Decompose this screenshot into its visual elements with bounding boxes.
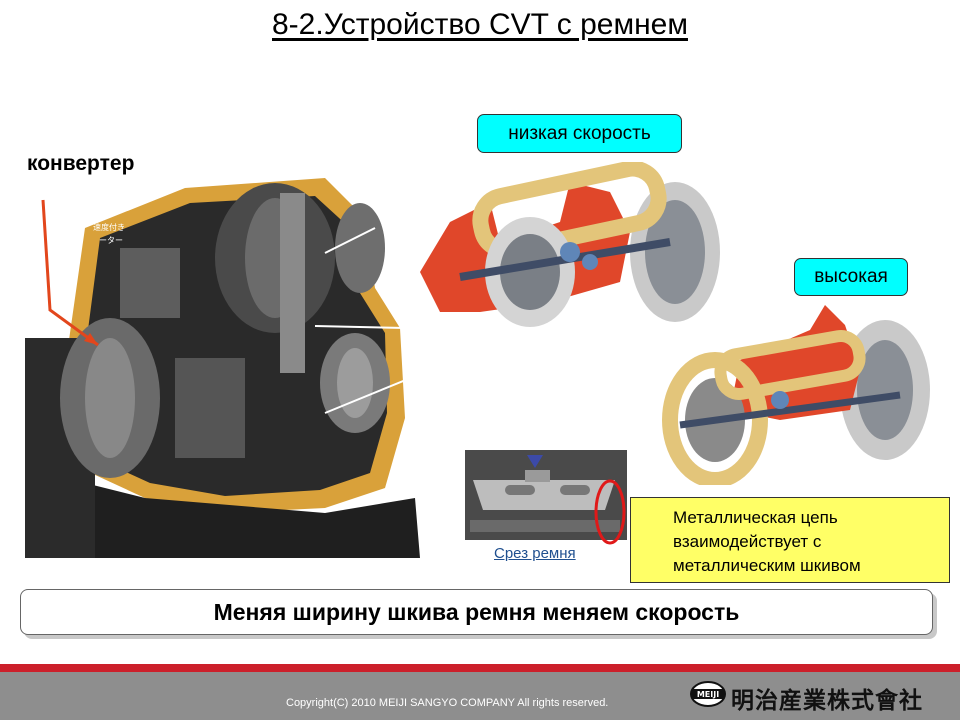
low-speed-label: низкая скорость: [477, 114, 682, 153]
footer-red-stripe: [0, 664, 960, 672]
footer-bar: [0, 672, 960, 720]
converter-pointer: [41, 199, 99, 347]
belt-cross-section-image: [465, 450, 627, 540]
note-line: взаимодействует с: [673, 532, 822, 551]
summary-banner: Меняя ширину шкива ремня меняем скорость: [20, 589, 933, 635]
low-speed-pulley-image: [420, 162, 720, 327]
note-line: Металлическая цепь: [673, 508, 838, 527]
cutaway-small-text-2: ーター: [99, 236, 123, 245]
summary-banner-text: Меняя ширину шкива ремня меняем скорость: [213, 598, 740, 625]
company-name: 明治産業株式會社: [731, 687, 923, 713]
metal-chain-note: Металлическая цепь взаимодействует с мет…: [630, 497, 950, 583]
highlight-ellipse: [594, 479, 626, 545]
note-line: металлическим шкивом: [673, 556, 861, 575]
high-speed-pulley-image: [662, 305, 930, 485]
copyright-text: Copyright(C) 2010 MEIJI SANGYO COMPANY A…: [286, 697, 609, 709]
cvt-cutaway-image: 速度付き ーター: [25, 178, 425, 558]
meiji-logo-icon: MEIJI: [690, 681, 726, 707]
converter-label: конвертер: [27, 152, 135, 175]
cutaway-small-text-1: 速度付き: [93, 222, 125, 232]
slide-title: 8-2.Устройство CVT с ремнем: [272, 8, 688, 41]
logo-text: MEIJI: [697, 690, 719, 699]
high-speed-label: высокая: [794, 258, 908, 296]
belt-cross-section-link[interactable]: Срез ремня: [494, 545, 576, 562]
